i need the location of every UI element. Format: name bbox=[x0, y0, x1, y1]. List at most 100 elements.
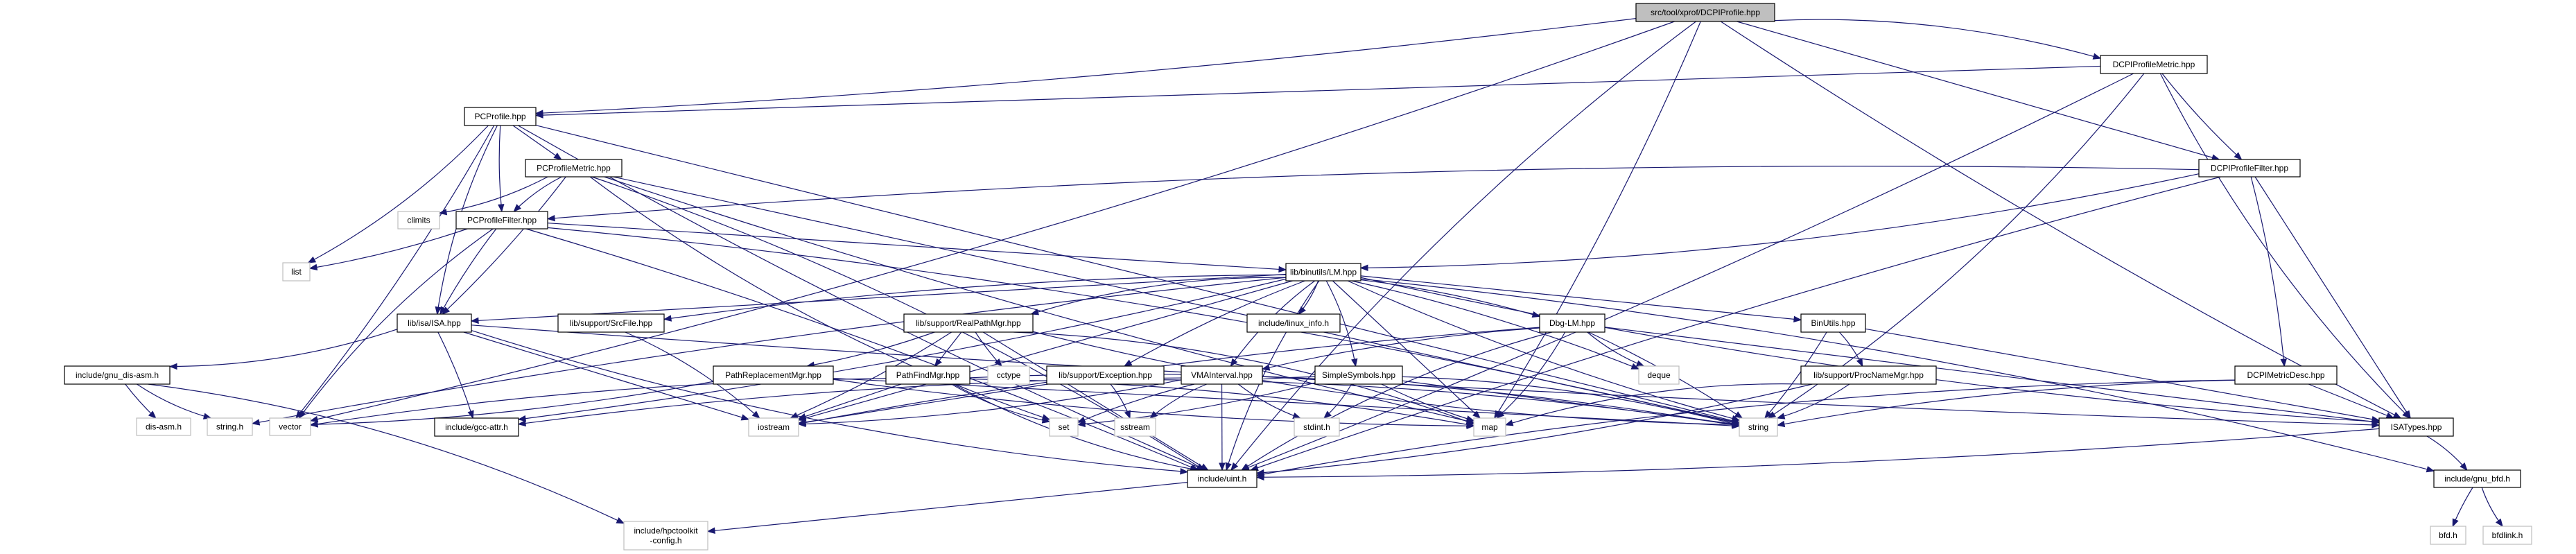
edge-exception-to-iostream bbox=[798, 383, 1048, 424]
edge-lm-to-isatypes bbox=[1360, 277, 2380, 423]
edge-isa-to-gccattr bbox=[437, 331, 473, 419]
node-exception[interactable]: lib/support/Exception.hpp bbox=[1046, 365, 1165, 385]
node-label-list: list bbox=[291, 267, 302, 277]
node-box-linuxinfo bbox=[1246, 313, 1341, 333]
node-box-vma bbox=[1181, 365, 1263, 385]
node-box-dbglm bbox=[1539, 313, 1605, 333]
edge-lm-to-exception bbox=[1124, 280, 1305, 367]
arrowhead-procname-to-string bbox=[1776, 413, 1786, 419]
node-label-isatypes: ISATypes.hpp bbox=[2391, 422, 2442, 432]
edge-dcpifilter-to-isatypes bbox=[2254, 176, 2411, 419]
edge-pathfind-to-uint bbox=[953, 383, 1198, 471]
edge-isa-to-disasm bbox=[169, 329, 398, 367]
node-isa[interactable]: lib/isa/ISA.hpp bbox=[397, 313, 472, 333]
node-box-pcprofile bbox=[464, 107, 537, 126]
arrowhead-root-to-map bbox=[1494, 410, 1502, 419]
node-box-string bbox=[1739, 417, 1778, 437]
node-label-simplesym: SimpleSymbols.hpp bbox=[1322, 370, 1395, 380]
edge-pcfilter-to-isa bbox=[440, 228, 497, 315]
arrowhead-dcpifilter-to-lm bbox=[1359, 264, 1368, 272]
node-pcmetric[interactable]: PCProfileMetric.hpp bbox=[525, 159, 623, 178]
node-procname[interactable]: lib/support/ProcNameMgr.hpp bbox=[1800, 365, 1937, 385]
node-string: string bbox=[1739, 417, 1778, 437]
arrowhead-simplesym-to-set bbox=[1077, 420, 1086, 428]
arrowhead-dcpimetric-to-pcprofile bbox=[534, 112, 543, 119]
edge-isa-to-iostream bbox=[463, 331, 749, 420]
node-box-lm bbox=[1285, 263, 1361, 282]
node-box-list bbox=[282, 262, 311, 282]
node-label-pcprofile: PCProfile.hpp bbox=[474, 112, 525, 121]
node-box-procname bbox=[1800, 365, 1937, 385]
node-binutils[interactable]: BinUtils.hpp bbox=[1800, 313, 1866, 333]
edge-dcpifilter-to-uint bbox=[1251, 176, 2221, 471]
edge-lm-to-simplesym bbox=[1325, 280, 1357, 367]
node-cctype: cctype bbox=[987, 365, 1030, 385]
node-box-isa bbox=[397, 313, 472, 333]
node-box-pcfilter bbox=[455, 211, 548, 230]
node-label-pathfind: PathFindMgr.hpp bbox=[896, 370, 960, 380]
arrowhead-pathfind-to-vector bbox=[309, 420, 319, 428]
arrowhead-pcfilter-to-isa bbox=[440, 306, 447, 315]
node-label-pathrepl: PathReplacementMgr.hpp bbox=[725, 370, 821, 380]
arrowhead-realpath-to-pathfind bbox=[934, 358, 942, 367]
node-root[interactable]: src/tool/xprof/DCPIProfile.hpp bbox=[1635, 3, 1775, 22]
node-disasm[interactable]: include/gnu_dis-asm.h bbox=[64, 365, 171, 385]
edge-dbglm-to-map bbox=[1496, 331, 1566, 419]
node-pathfind[interactable]: PathFindMgr.hpp bbox=[885, 365, 971, 385]
node-label-deque: deque bbox=[1647, 370, 1671, 380]
node-gccattr[interactable]: include/gcc-attr.h bbox=[434, 417, 519, 437]
node-label-bfdlink: bfdlink.h bbox=[2492, 530, 2523, 540]
node-box-iostream bbox=[748, 417, 799, 437]
arrowhead-pcprofile-to-isa bbox=[435, 306, 442, 315]
node-box-simplesym bbox=[1314, 365, 1403, 385]
arrowhead-dbglm-to-vma bbox=[1261, 364, 1271, 371]
node-gnubfd[interactable]: include/gnu_bfd.h bbox=[2433, 469, 2521, 488]
node-label-pcmetric: PCProfileMetric.hpp bbox=[537, 164, 611, 173]
node-simplesym[interactable]: SimpleSymbols.hpp bbox=[1314, 365, 1403, 385]
arrowhead-lm-to-map bbox=[1472, 410, 1481, 419]
node-box-disasmh bbox=[136, 417, 191, 436]
node-box-dcpidesc bbox=[2234, 365, 2338, 385]
edge-simplesym-to-string bbox=[1402, 380, 1740, 426]
node-realpath[interactable]: lib/support/RealPathMgr.hpp bbox=[903, 313, 1034, 333]
node-lm[interactable]: lib/binutils/LM.hpp bbox=[1285, 263, 1361, 282]
node-dbglm[interactable]: Dbg-LM.hpp bbox=[1539, 313, 1605, 333]
node-box-deque bbox=[1638, 365, 1680, 385]
edge-dcpimetric-to-uint bbox=[1241, 73, 2134, 471]
node-label-root: src/tool/xprof/DCPIProfile.hpp bbox=[1651, 8, 1760, 17]
arrowhead-dcpifilter-to-dcpidesc bbox=[2280, 358, 2287, 367]
node-label-stringh: string.h bbox=[216, 422, 243, 432]
node-iostream: iostream bbox=[748, 417, 799, 437]
edge-vma-to-stdint bbox=[1237, 383, 1300, 419]
arrowhead-lm-to-linuxinfo bbox=[1298, 306, 1306, 315]
edge-root-to-isatypes bbox=[1720, 21, 2401, 419]
edge-root-to-pcprofile bbox=[535, 18, 1637, 114]
node-vma[interactable]: VMAInterval.hpp bbox=[1181, 365, 1263, 385]
arrowhead-pcprofile-to-pcmetric bbox=[553, 153, 562, 160]
edge-disasm-to-hpcconfig bbox=[148, 383, 625, 524]
node-srcfile[interactable]: lib/support/SrcFile.hpp bbox=[557, 313, 665, 333]
edge-dcpidesc-to-uint bbox=[1256, 379, 2236, 476]
edge-dcpidesc-to-string bbox=[1777, 379, 2236, 426]
node-pcfilter[interactable]: PCProfileFilter.hpp bbox=[455, 211, 548, 230]
node-bfdh: bfd.h bbox=[2430, 526, 2466, 545]
edge-pathrepl-to-vector bbox=[310, 381, 714, 425]
node-dcpifilter[interactable]: DCPIProfileFilter.hpp bbox=[2198, 159, 2301, 178]
node-isatypes[interactable]: ISATypes.hpp bbox=[2378, 417, 2454, 437]
node-pcprofile[interactable]: PCProfile.hpp bbox=[464, 107, 537, 126]
node-climits: climits bbox=[397, 211, 440, 230]
node-uint[interactable]: include/uint.h bbox=[1187, 469, 1257, 488]
node-linuxinfo[interactable]: include/linux_info.h bbox=[1246, 313, 1341, 333]
node-label-srcfile: lib/support/SrcFile.hpp bbox=[570, 318, 653, 328]
arrowhead-lm-to-gnubfd bbox=[2426, 466, 2435, 473]
edge-binutils-to-isatypes bbox=[1865, 328, 2380, 422]
arrowhead-pathfind-to-set bbox=[1041, 417, 1051, 424]
edge-realpath-to-pathrepl bbox=[807, 331, 935, 367]
node-dcpidesc[interactable]: DCPIMetricDesc.hpp bbox=[2234, 365, 2338, 385]
node-dcpimetric[interactable]: DCPIProfileMetric.hpp bbox=[2100, 55, 2208, 74]
node-label-pcfilter: PCProfileFilter.hpp bbox=[467, 216, 537, 225]
node-label-stdint: stdint.h bbox=[1303, 422, 1330, 432]
arrowhead-disasm-to-hpcconfig bbox=[616, 517, 625, 524]
node-label-dcpimetric: DCPIProfileMetric.hpp bbox=[2113, 60, 2195, 69]
node-pathrepl[interactable]: PathReplacementMgr.hpp bbox=[713, 365, 834, 385]
